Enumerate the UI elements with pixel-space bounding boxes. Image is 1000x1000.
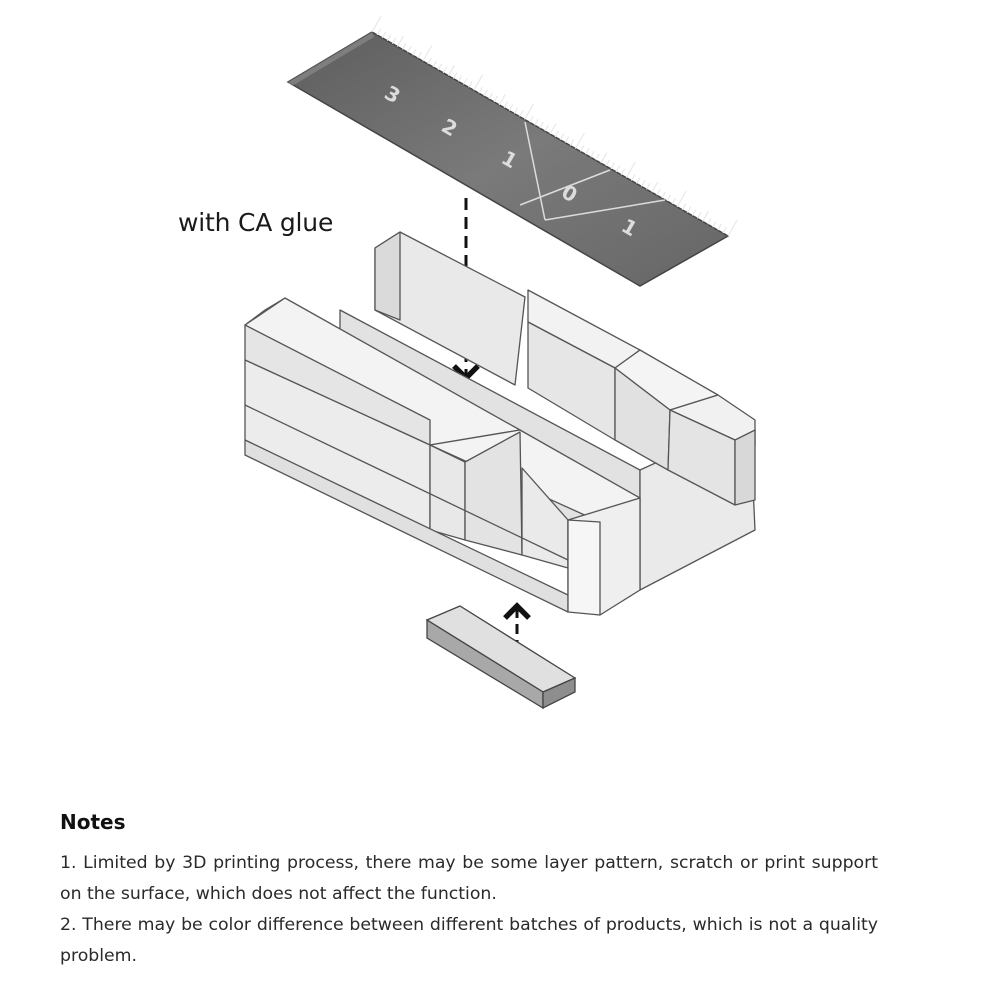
ruler-ticks (371, 16, 738, 237)
ruler-tick (427, 57, 432, 65)
ruler-tick (681, 203, 687, 211)
ruler-tick (595, 153, 600, 161)
ruler-tick (483, 89, 488, 97)
ruler-tick (376, 28, 382, 36)
ruler-tick (717, 223, 722, 231)
ruler-tick (462, 78, 468, 85)
ruler-tick (615, 165, 621, 173)
ruler-tick (727, 220, 738, 237)
ruler-tick (707, 218, 712, 225)
ruler-tick (412, 48, 417, 56)
ruler-tick (559, 133, 565, 141)
ruler-tick (712, 220, 717, 228)
ruler-tick (371, 16, 382, 33)
ruler-tick (661, 191, 666, 199)
ruler-tick (579, 145, 585, 152)
steel-ruler: 3 2 1 0 1 (286, 16, 738, 287)
ruler-tick (407, 46, 412, 53)
ruler-tick (518, 110, 524, 117)
ruler-tick (722, 226, 727, 234)
note-item-1: 1. Limited by 3D printing process, there… (60, 853, 878, 904)
ruler-tick (442, 66, 448, 74)
ruler-angle-lines (519, 121, 666, 221)
miter-box-exploded-diagram: 3 2 1 0 1 (244, 16, 756, 710)
ca-glue-label: with CA glue (178, 208, 334, 237)
ruler-tick (473, 74, 484, 91)
magnet-bar (425, 605, 577, 710)
ruler-tick (651, 181, 659, 193)
ruler-tick (437, 63, 443, 71)
ruler-tick (635, 177, 641, 184)
ruler-tick (539, 121, 544, 129)
ruler-tick (488, 92, 494, 100)
ruler-tick (422, 45, 433, 62)
ruler-tick (646, 183, 651, 190)
ruler-tick (564, 136, 570, 143)
ruler-tick (401, 43, 407, 50)
miter-box (244, 231, 756, 616)
ruler-tick (686, 206, 692, 213)
ruler-tick (554, 130, 560, 138)
ruler-tick (666, 194, 672, 202)
ruler-tick (417, 51, 422, 59)
ruler-tick (585, 148, 590, 155)
ruler-tick (452, 72, 458, 79)
ruler-tick (600, 152, 608, 164)
ruler-tick (447, 65, 455, 76)
ruler-tick (391, 37, 397, 44)
ruler-tick (524, 103, 535, 120)
ruler-tick (625, 161, 636, 178)
ruler-tick (671, 197, 677, 205)
notes-section: Notes 1. Limited by 3D printing process,… (60, 810, 878, 972)
ruler-tick (544, 124, 549, 132)
ruler-tick (590, 150, 595, 158)
ruler-tick (493, 95, 499, 103)
ruler-tick (386, 34, 392, 41)
ruler-tick (620, 168, 626, 176)
ruler-tick (610, 162, 616, 170)
ruler-tick (605, 159, 610, 167)
ruler-tick (432, 60, 438, 68)
ruler-tick (396, 35, 404, 47)
ruler-tick (529, 116, 534, 123)
ruler-tick (478, 86, 483, 94)
ruler-tick (508, 104, 514, 111)
ruler-tick (468, 81, 473, 88)
ruler-tick (691, 209, 697, 216)
ruler-tick (498, 94, 506, 106)
ruler-tick (549, 123, 557, 135)
ruler-tick (534, 118, 539, 126)
ruler-tick (574, 132, 585, 149)
ruler-tick (640, 180, 646, 187)
ruler-tick (696, 212, 702, 219)
ruler-tick (513, 107, 519, 114)
notes-title: Notes (60, 810, 126, 834)
ruler-tick (630, 174, 636, 181)
ruler-tick (676, 190, 687, 208)
ruler-tick (656, 188, 661, 196)
ruler-tick (702, 210, 710, 222)
ruler-tick (457, 75, 463, 82)
ruler-tick (381, 31, 387, 39)
note-item-2: 2. There may be color difference between… (60, 915, 878, 966)
ruler-tick (569, 139, 575, 146)
ruler-tick (503, 101, 509, 109)
